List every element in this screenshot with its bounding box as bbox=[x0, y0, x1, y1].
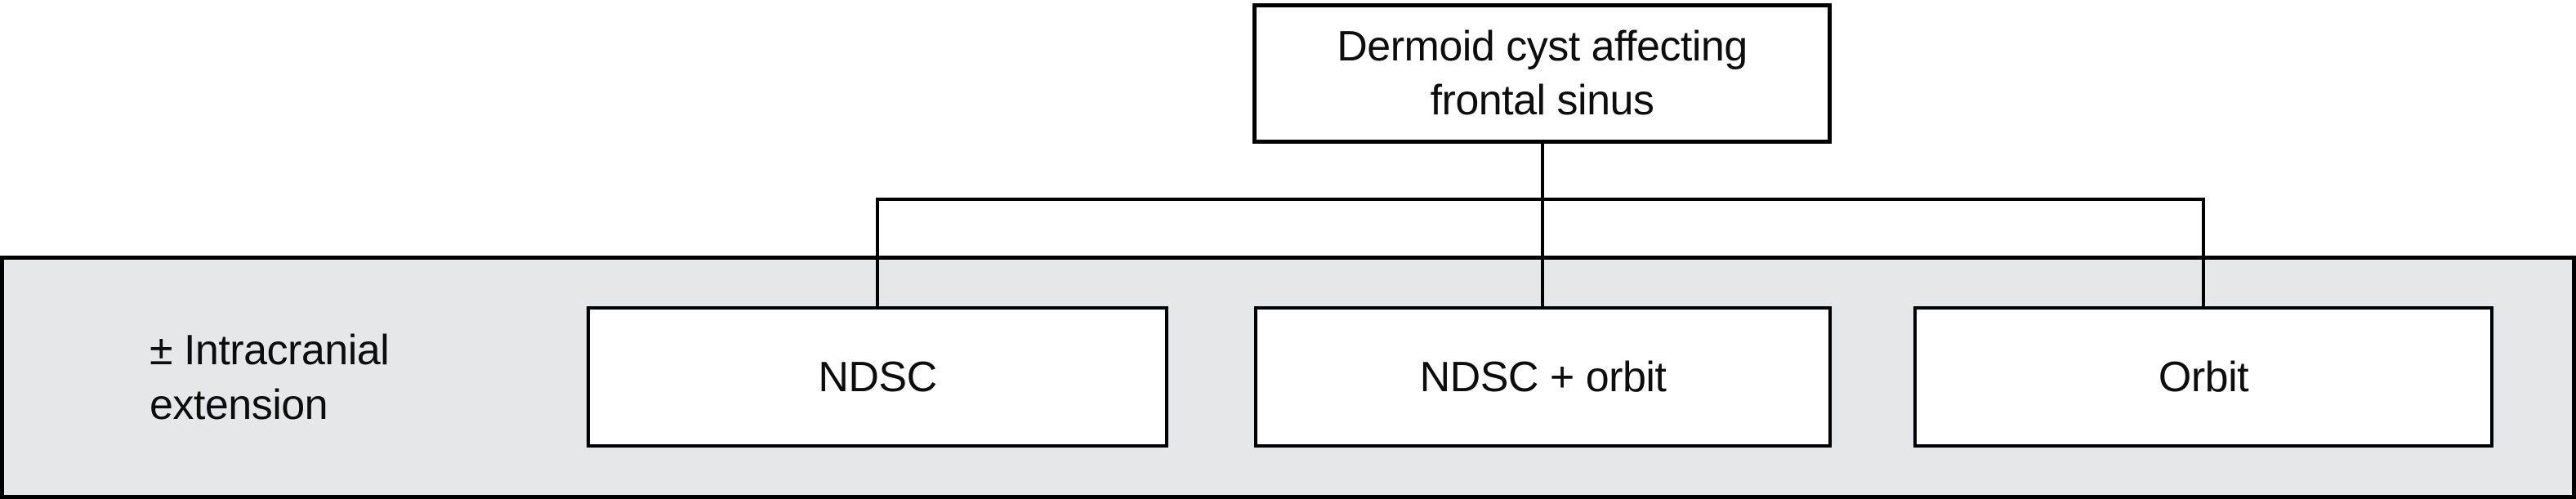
connector-horizontal-rail bbox=[876, 198, 2205, 201]
connector-drop-ndsc bbox=[876, 198, 879, 306]
connector-drop-ndsc-orbit bbox=[1541, 198, 1544, 306]
child-node-ndsc-orbit: NDSC + orbit bbox=[1254, 306, 1832, 448]
root-node: Dermoid cyst affecting frontal sinus bbox=[1252, 3, 1832, 144]
root-node-label: Dermoid cyst affecting frontal sinus bbox=[1337, 23, 1748, 124]
connector-root-stem bbox=[1541, 144, 1544, 198]
child-node-orbit: Orbit bbox=[1913, 306, 2493, 448]
child-node-orbit-label: Orbit bbox=[2158, 353, 2249, 401]
intracranial-extension-label: ± Intracranial extension bbox=[150, 327, 390, 429]
child-node-ndsc-label: NDSC bbox=[818, 353, 937, 401]
connector-drop-orbit bbox=[2202, 198, 2205, 306]
child-node-ndsc-orbit-label: NDSC + orbit bbox=[1419, 353, 1667, 401]
child-node-ndsc: NDSC bbox=[587, 306, 1168, 448]
